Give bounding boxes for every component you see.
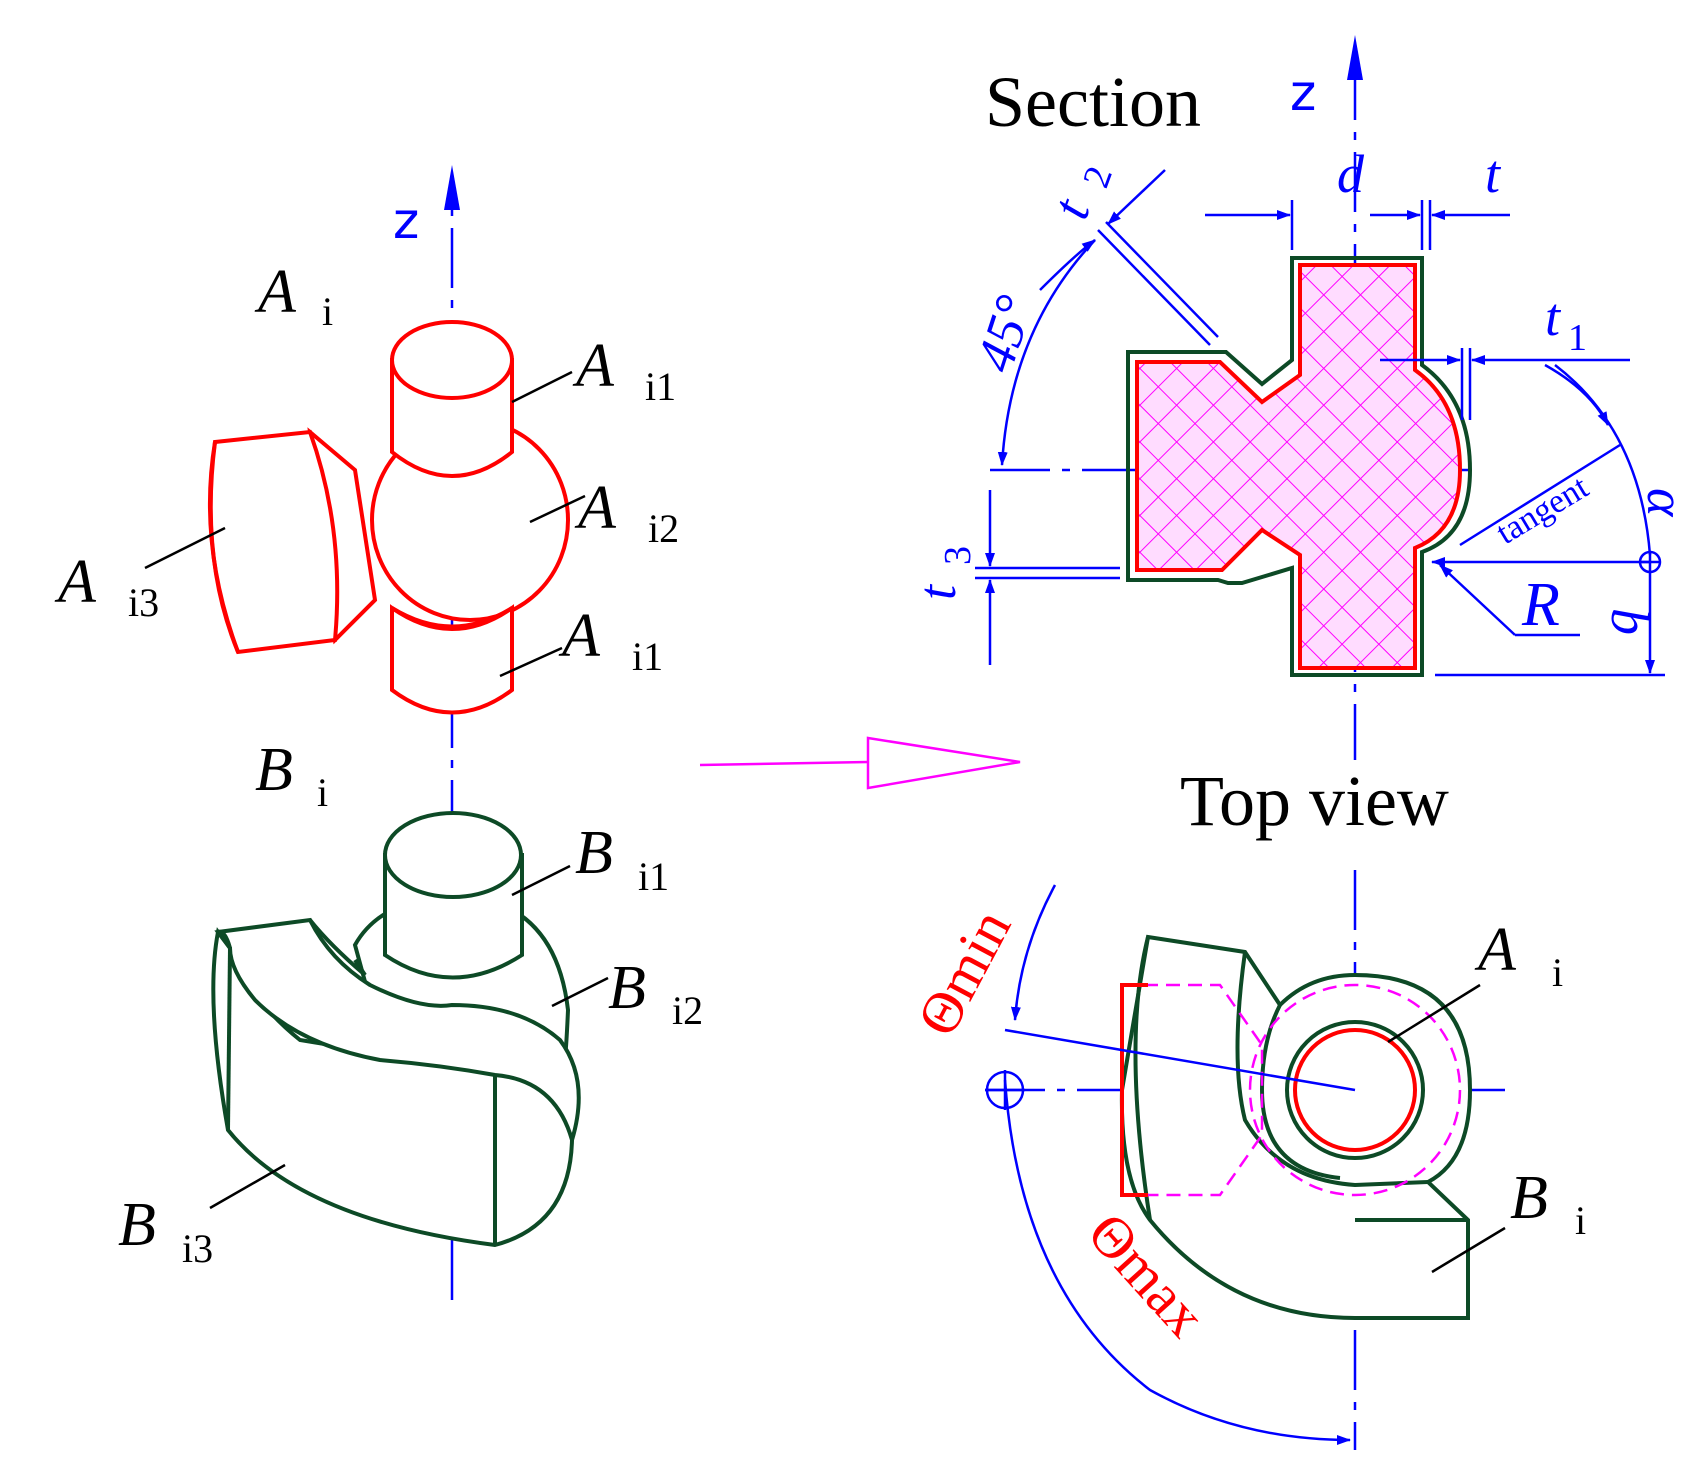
section-b-outline <box>1126 256 1473 677</box>
top-view-b-arc <box>1133 936 1152 1221</box>
b-i3-slot <box>308 918 367 977</box>
dim-t: t <box>1485 144 1502 204</box>
label-a-i1-bottom: A <box>558 602 601 670</box>
theta-max-arc <box>1003 1079 1351 1445</box>
section-a-hatched <box>1135 263 1463 670</box>
label-a-i: A <box>254 258 297 326</box>
a-sphere-seam <box>390 606 514 629</box>
top-view-title: Top view <box>1180 761 1449 841</box>
label-top-a-i: A <box>1474 916 1517 984</box>
b-i1-cap <box>383 811 523 899</box>
part-b-labels: B i B i1 B i2 B i3 <box>118 736 703 1271</box>
a-i1-top-cap <box>390 320 514 400</box>
dim-t2-sub: 2 <box>1075 161 1121 193</box>
a-i3-cylinder <box>208 429 340 655</box>
dim-d: d <box>1337 144 1365 204</box>
label-b-i2-sub: i2 <box>672 988 703 1033</box>
label-b-i: B <box>255 736 293 804</box>
top-view-b-hub <box>1285 1020 1425 1160</box>
dim-t3: t <box>907 583 967 600</box>
part-a-drawing <box>207 320 570 715</box>
label-tangent: tangent <box>1490 468 1595 552</box>
dim-alpha: α <box>1636 488 1694 518</box>
label-a-i1-top: A <box>572 332 615 400</box>
label-a-i1-bottom-sub: i1 <box>632 634 663 679</box>
top-view-hidden-circle <box>1248 983 1462 1197</box>
label-top-a-i-sub: i <box>1552 950 1563 995</box>
part-a-labels: A i A i1 A i2 A i1 A i3 <box>54 258 679 679</box>
label-a-i3-sub: i3 <box>128 580 159 625</box>
label-b-i1: B <box>575 819 613 887</box>
top-view-a-shaft <box>1293 1028 1417 1152</box>
left-z-label: z <box>393 192 419 250</box>
section-dimensions: d t t 1 t 2 45° t <box>907 144 1694 677</box>
dim-45-deg: 45° <box>964 288 1044 378</box>
section-view: Section z d t t 1 <box>907 35 1694 760</box>
leader-b-i3 <box>209 1163 286 1210</box>
b-i3-top-rim <box>217 929 232 949</box>
label-a-i1-top-sub: i1 <box>645 364 676 409</box>
dim-t1-sub: 1 <box>1568 317 1587 359</box>
dim-b: b <box>1600 608 1660 635</box>
leader-b-i1 <box>511 864 571 897</box>
leader-a-i1-top <box>511 370 573 404</box>
label-a-i-sub: i <box>322 289 333 334</box>
label-a-i2: A <box>574 474 617 542</box>
leader-a-i1-bottom <box>499 646 563 678</box>
section-z-axis-arrow <box>1347 35 1363 80</box>
label-top-b-i-sub: i <box>1575 1198 1586 1243</box>
theta-min-ray <box>1004 1028 1356 1092</box>
label-b-i-sub: i <box>317 770 328 815</box>
label-b-i3-sub: i3 <box>182 1226 213 1271</box>
label-b-i1-sub: i1 <box>638 854 669 899</box>
label-top-b-i: B <box>1510 1164 1548 1232</box>
section-title: Section <box>985 62 1201 142</box>
top-view: Top view Θmin Θmax A i B i <box>904 761 1586 1450</box>
label-a-i3: A <box>54 548 97 616</box>
leader-top-b-i <box>1431 1226 1506 1274</box>
b-i3-top-face <box>214 917 581 1148</box>
left-isometric-view: z A i A i1 A i2 A i1 <box>54 165 703 1300</box>
label-b-i3: B <box>118 1191 156 1259</box>
label-b-i2: B <box>608 954 646 1022</box>
b-i3-edge-inner <box>226 947 232 1131</box>
leader-b-i2 <box>551 976 609 1008</box>
section-z-label: z <box>1290 64 1316 122</box>
leader-top-a-i <box>1387 983 1481 1044</box>
transition-arrow <box>699 736 1021 790</box>
part-b-drawing <box>211 811 581 1248</box>
top-view-a-flange-edge <box>1120 983 1148 1197</box>
leader-a-i3 <box>144 526 226 570</box>
left-z-axis-arrow <box>444 165 460 210</box>
label-theta-min: Θmin <box>904 899 1023 1046</box>
dim-r: R <box>1521 571 1560 639</box>
theta-min-arc <box>1010 884 1057 1021</box>
a-i3-front-edge <box>207 441 240 653</box>
label-a-i2-sub: i2 <box>648 506 679 551</box>
dim-t3-sub: 3 <box>937 546 979 565</box>
dim-t1: t <box>1545 287 1562 347</box>
leader-a-i2 <box>529 494 586 524</box>
a-i1-bottom-cylinder <box>390 604 514 715</box>
dim-t2: t <box>1040 190 1102 226</box>
